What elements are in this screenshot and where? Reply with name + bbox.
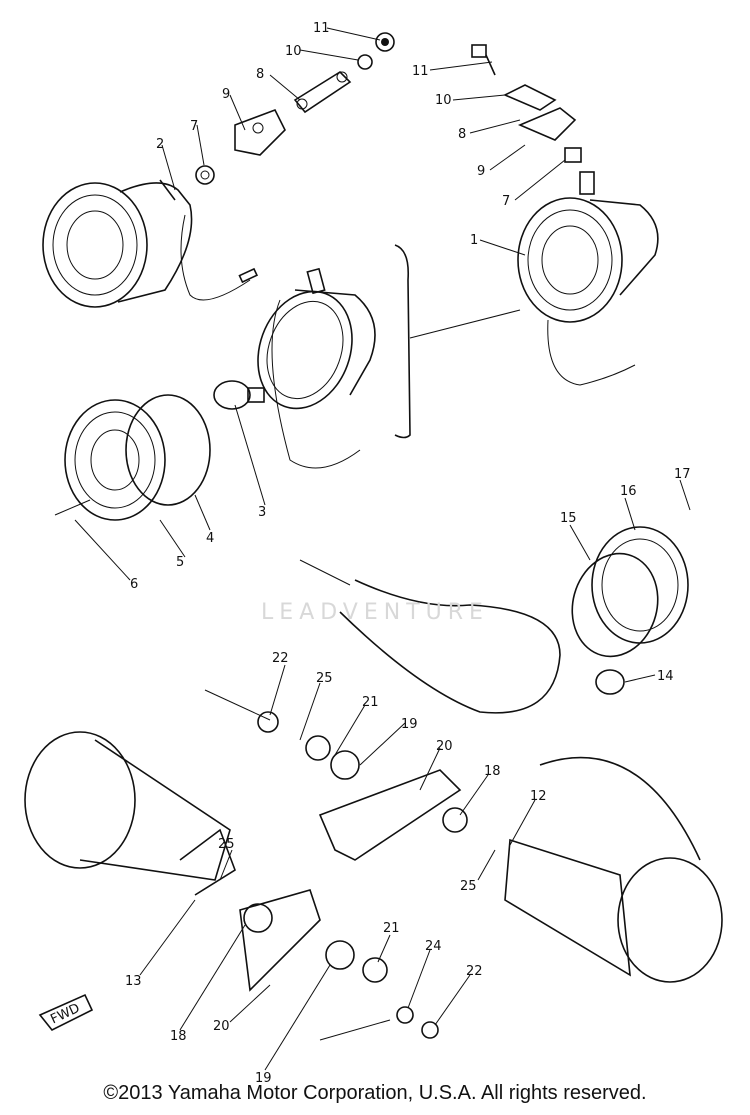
callout-25-right: 25 [460, 879, 477, 894]
flasher-stem-rear-right [504, 756, 723, 983]
callout-11-right: 11 [412, 64, 429, 79]
callout-20: 20 [436, 739, 453, 754]
callout-1: 1 [470, 233, 478, 248]
callout-8-right: 8 [458, 127, 466, 142]
callout-5: 5 [176, 555, 184, 570]
watermark: LEADVENTURE [261, 600, 489, 625]
flasher-lamp-front-right [409, 44, 659, 386]
callout-21: 21 [362, 695, 379, 710]
callout-23: 25 [316, 671, 333, 686]
leader-lines [74, 27, 691, 1071]
callout-2: 2 [156, 137, 164, 152]
callout-15: 15 [560, 511, 577, 526]
flasher-stem-rear-left [24, 731, 236, 896]
fwd-arrow [38, 993, 94, 1032]
copyright-footer: ©2013 Yamaha Motor Corporation, U.S.A. A… [103, 1082, 647, 1104]
callout-25: 25 [218, 837, 235, 852]
callout-9: 9 [222, 87, 230, 102]
callout-21-lower: 21 [383, 921, 400, 936]
callout-10-right: 10 [435, 93, 452, 108]
lens-and-gasket-left [54, 394, 211, 521]
callout-8: 8 [256, 67, 264, 82]
callout-24: 24 [425, 939, 442, 954]
callout-14: 14 [657, 669, 674, 684]
mounting-hardware-left [195, 32, 395, 185]
callout-18: 18 [484, 764, 501, 779]
callout-11: 11 [313, 21, 330, 36]
callout-7: 7 [190, 119, 198, 134]
callout-7-right: 7 [502, 194, 510, 209]
callout-16: 16 [620, 484, 637, 499]
callout-19-lower: 19 [255, 1071, 272, 1086]
callout-labels: 11 10 8 9 7 2 11 10 8 9 7 1 3 4 5 6 17 1… [48, 21, 690, 1086]
callout-22: 22 [272, 651, 289, 666]
callout-6: 6 [130, 577, 138, 592]
callout-22-lower: 22 [466, 964, 483, 979]
mounting-bracket-and-washers [204, 689, 468, 1041]
callout-9-right: 9 [477, 164, 485, 179]
callout-18-lower: 18 [170, 1029, 187, 1044]
callout-17: 17 [674, 467, 691, 482]
callout-4: 4 [206, 531, 214, 546]
callout-20-lower: 20 [213, 1019, 230, 1034]
callout-13: 13 [125, 974, 142, 989]
callout-19: 19 [401, 717, 418, 732]
flasher-lamp-front-left [42, 179, 259, 308]
flasher-body-center [257, 244, 411, 469]
bulb-3 [213, 380, 265, 410]
flasher-lamp-rear-right [299, 526, 689, 714]
callout-10: 10 [285, 44, 302, 59]
callout-3: 3 [258, 505, 266, 520]
callout-12: 12 [530, 789, 547, 804]
